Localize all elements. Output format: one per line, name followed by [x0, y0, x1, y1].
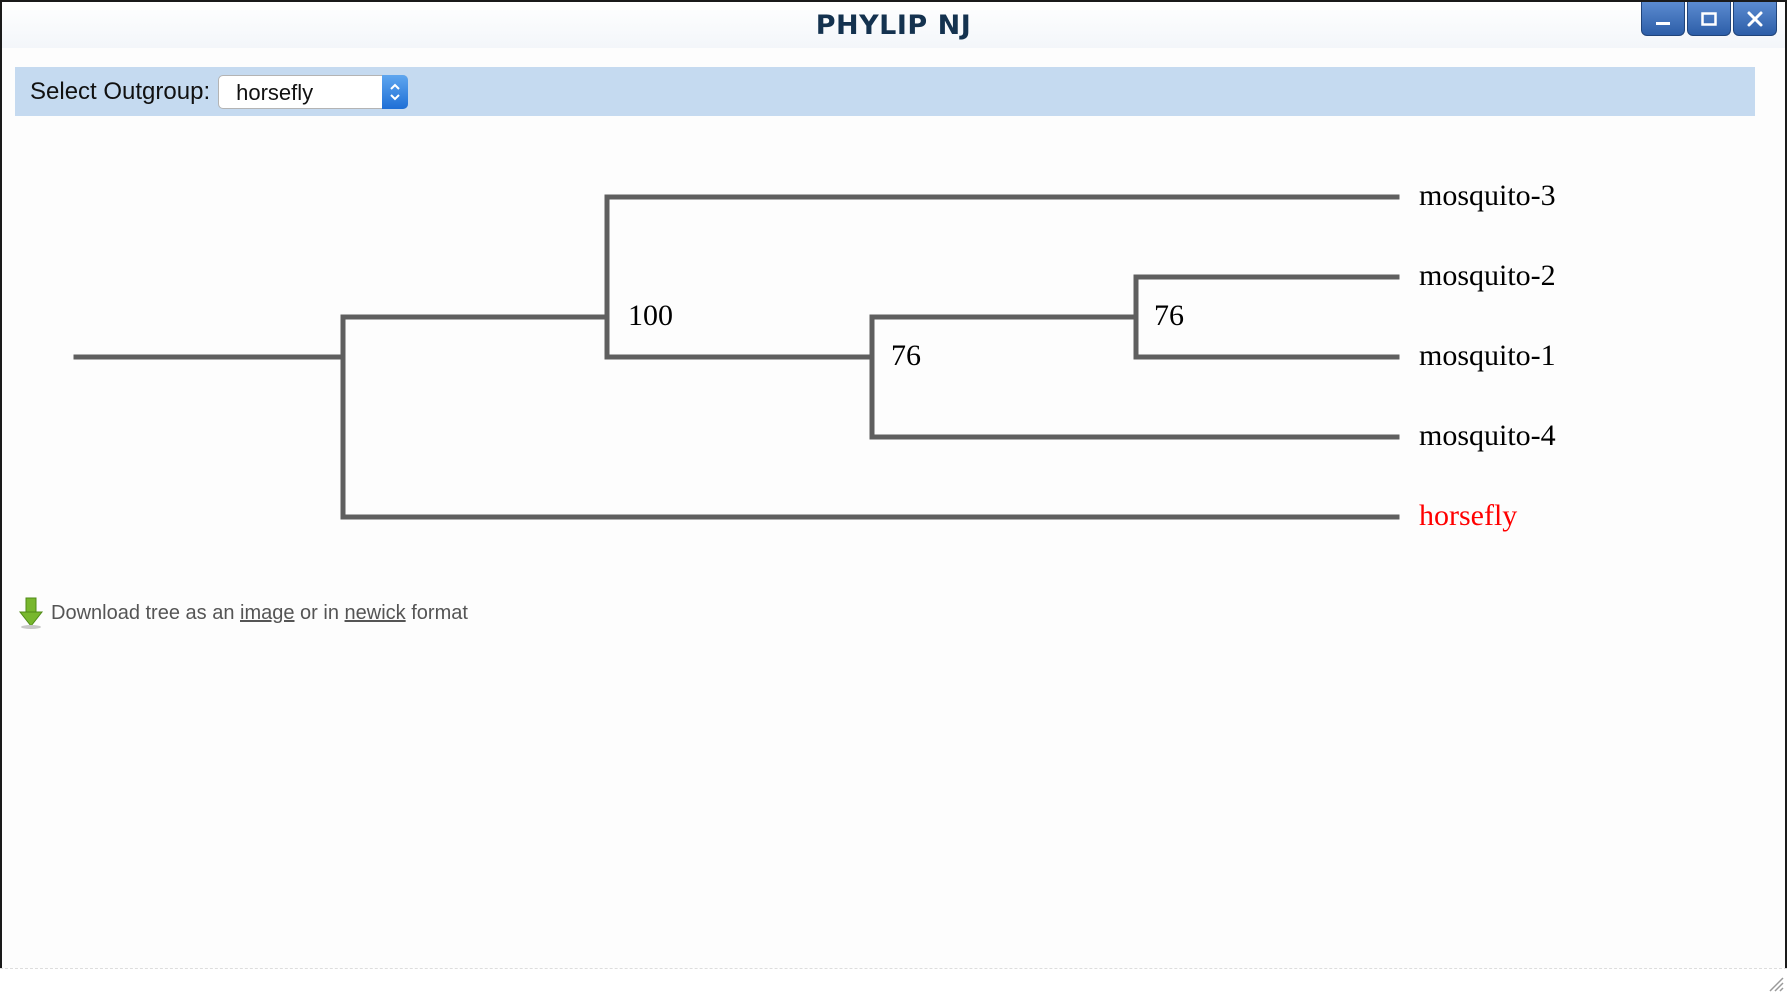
download-image-link[interactable]: image: [240, 601, 295, 624]
window-title: PHYLIP NJ: [815, 10, 972, 41]
tree-branches: [73, 194, 1400, 520]
underlying-page-strip: [0, 968, 1792, 994]
download-suffix-text: format: [405, 601, 468, 624]
leaf-label-mosquito-4: mosquito-4: [1419, 419, 1556, 452]
close-icon: [1747, 11, 1763, 26]
leaf-label-mosquito-1: mosquito-1: [1419, 339, 1556, 372]
download-prefix-text: Download tree as an: [51, 601, 241, 624]
outgroup-select-value: horsefly: [236, 79, 314, 105]
support-value: 76: [891, 339, 921, 372]
window-bottom-edge: [0, 968, 1787, 969]
close-button[interactable]: [1733, 2, 1777, 36]
download-newick-link[interactable]: newick: [344, 601, 406, 624]
minimize-button[interactable]: [1641, 2, 1685, 36]
minimize-icon: [1656, 21, 1670, 25]
leaf-label-horsefly: horsefly: [1419, 499, 1517, 532]
window-controls: [1641, 2, 1777, 36]
support-value: 100: [628, 299, 673, 332]
leaf-label-mosquito-2: mosquito-2: [1419, 259, 1556, 292]
outgroup-toolbar: Select Outgroup: horsefly: [15, 67, 1755, 116]
maximize-button[interactable]: [1687, 2, 1731, 36]
outgroup-select[interactable]: horsefly: [218, 74, 409, 109]
support-value: 76: [1154, 299, 1184, 332]
support-values: 100 76 76: [628, 299, 1184, 372]
download-arrow-icon: [18, 597, 44, 629]
download-row: Download tree as an image or in newick f…: [18, 597, 468, 629]
resize-grip-icon[interactable]: [1766, 974, 1784, 992]
download-middle-text: or in: [294, 601, 345, 624]
maximize-icon: [1701, 11, 1717, 26]
phylogenetic-tree: 100 76 76 mosquito-3 mosquito-2 mosquito…: [73, 179, 1556, 532]
outgroup-label: Select Outgroup:: [30, 77, 211, 105]
title-bar: PHYLIP NJ: [2, 2, 1785, 48]
select-arrows-icon: [382, 74, 409, 109]
leaf-labels: mosquito-3 mosquito-2 mosquito-1 mosquit…: [1419, 179, 1556, 532]
leaf-label-mosquito-3: mosquito-3: [1419, 179, 1556, 212]
